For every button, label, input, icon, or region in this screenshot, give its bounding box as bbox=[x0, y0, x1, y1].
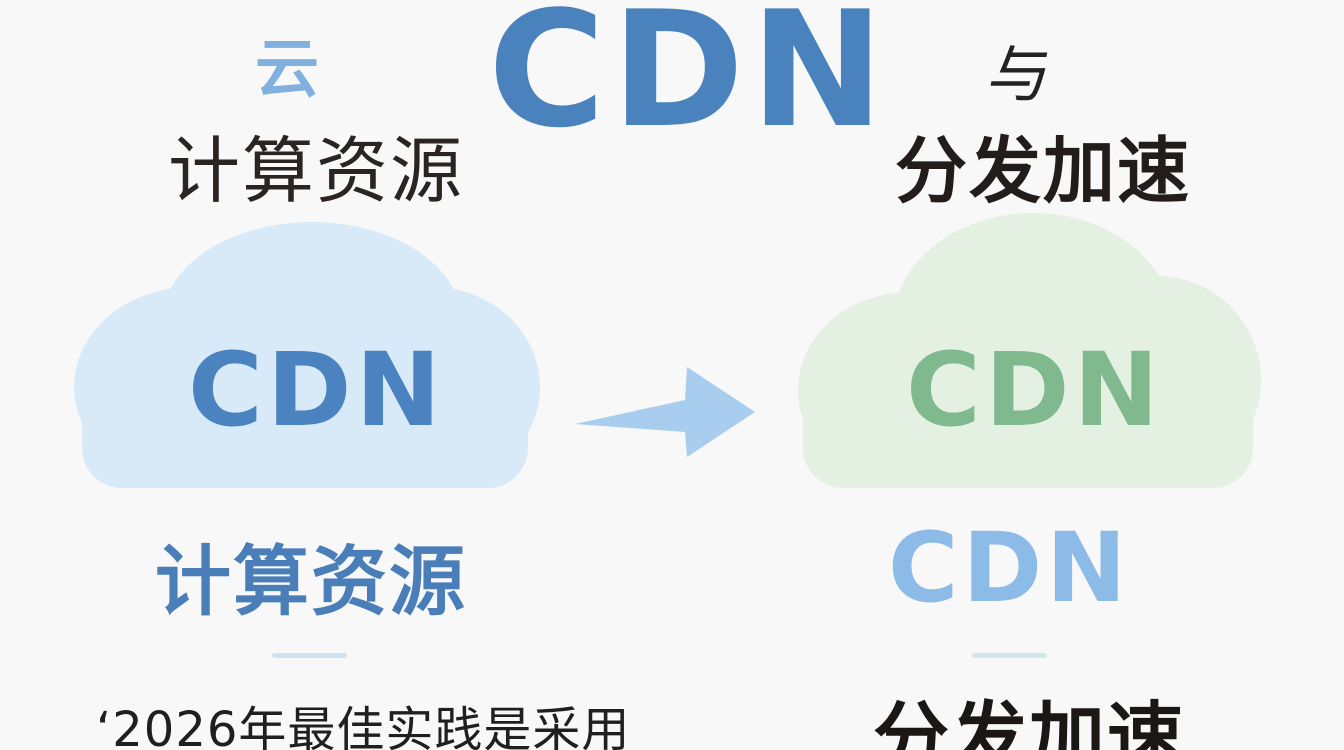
left-subtitle: 计算资源 bbox=[155, 537, 467, 626]
main-cdn-title: CDN bbox=[488, 0, 891, 163]
arrow-right-icon bbox=[575, 367, 755, 457]
left-header-text: 计算资源 bbox=[168, 129, 465, 213]
right-header-text: 分发加速 bbox=[895, 129, 1192, 213]
divider bbox=[972, 653, 1047, 658]
right-cdn-text: CDN bbox=[888, 512, 1131, 624]
quote-text: ‘2026年最佳实践是采用 bbox=[96, 702, 631, 750]
cloud-icon bbox=[74, 222, 540, 488]
left-cloud-cdn-label: CDN bbox=[188, 331, 445, 450]
right-cloud-cdn-label: CDN bbox=[906, 331, 1163, 450]
yu-character: 与 bbox=[982, 38, 1058, 111]
cloud-icon bbox=[798, 213, 1261, 488]
yun-character: 云 bbox=[255, 33, 321, 107]
divider bbox=[272, 653, 347, 658]
right-footer-text: 分发加速 bbox=[873, 693, 1185, 750]
